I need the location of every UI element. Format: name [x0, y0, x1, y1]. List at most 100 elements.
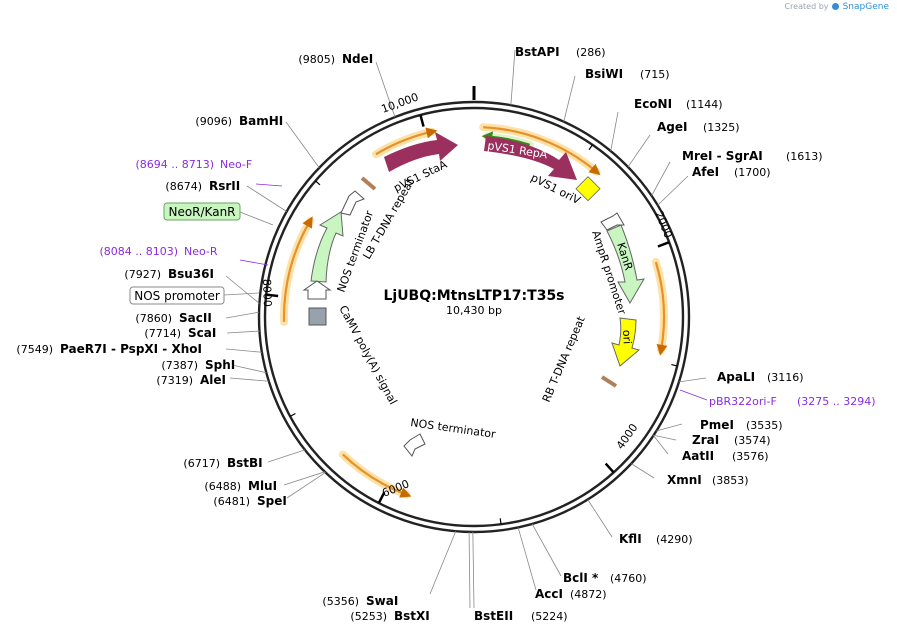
primer-pbr322ori-f[interactable]: pBR322ori-F (3275 .. 3294) — [709, 395, 876, 408]
site-bcli[interactable]: BclI *(4760) — [563, 571, 647, 585]
site-aatii[interactable]: AatII(3576) — [682, 449, 769, 463]
site-bstapi-name: BstAPI — [515, 45, 560, 59]
site-line-4290 — [587, 499, 613, 538]
site-bstbi[interactable]: (6717)BstBI — [183, 456, 262, 470]
site-lines — [223, 49, 708, 609]
site-bstbi-pos: (6717) — [183, 457, 220, 470]
site-apali[interactable]: ApaLI(3116) — [717, 370, 804, 384]
site-sphi[interactable]: (7387)SphI — [161, 358, 235, 372]
site-sphi-name: SphI — [205, 358, 235, 372]
site-bsu36i-pos: (7927) — [124, 268, 161, 281]
site-bstxi-name: BstXI — [394, 609, 430, 623]
feature-pvs1-ori[interactable] — [575, 176, 601, 202]
neor-box-line — [239, 211, 274, 226]
site-afei-pos: (1700) — [734, 166, 771, 179]
site-bsu36i[interactable]: (7927)Bsu36I — [124, 267, 214, 281]
site-line-9805 — [375, 61, 396, 118]
orf-3 — [342, 453, 412, 498]
site-line-9096 — [285, 121, 320, 169]
site-line-5356 — [429, 531, 457, 595]
site-paer7i-pspxi-xhoi[interactable]: (7549)PaeR7I - PspXI - XhoI — [16, 342, 202, 356]
site-agei[interactable]: AgeI(1325) — [657, 120, 740, 134]
snapgene-logo-icon — [832, 3, 840, 10]
site-line-7549 — [225, 348, 262, 353]
label-camv-polya: CaMV poly(A) signal — [336, 303, 399, 407]
plasmid-name: LjUBQ:MtnsLTP17:T35s — [383, 288, 564, 304]
primer-pbr-line — [679, 389, 708, 401]
feature-lb-repeat[interactable] — [360, 176, 377, 191]
primer-neo-f-line — [255, 183, 283, 187]
site-mlui[interactable]: (6488)MluI — [204, 479, 277, 493]
site-xmni[interactable]: XmnI(3853) — [667, 473, 749, 487]
site-bsiwi[interactable]: BsiWI(715) — [585, 67, 670, 81]
site-bamhi[interactable]: (9096)BamHI — [195, 114, 283, 128]
primer-neo-f[interactable]: (8694 .. 8713) Neo-F — [135, 158, 252, 171]
site-zrai[interactable]: ZraI(3574) — [692, 433, 771, 447]
site-kfli[interactable]: KflI(4290) — [619, 532, 693, 546]
primer-pbr322ori-f-range: (3275 .. 3294) — [797, 395, 876, 408]
site-apali-name: ApaLI — [717, 370, 755, 384]
primer-neo-f-range: (8694 .. 8713) — [135, 158, 214, 171]
label-nos-terminator-2: NOS terminator — [410, 416, 497, 441]
site-line-3574 — [653, 434, 677, 441]
site-rsrii[interactable]: (8674)RsrII — [165, 179, 240, 193]
site-swai[interactable]: (5356)SwaI — [322, 594, 398, 608]
site-bstxi[interactable]: (5253)BstXI — [350, 609, 429, 623]
site-acci-name: AccI — [535, 587, 563, 601]
site-spei-name: SpeI — [257, 494, 287, 508]
tick-7000 — [289, 412, 296, 417]
site-mrei-sgrai-pos: (1613) — [786, 150, 823, 163]
feature-camv-polya[interactable] — [308, 307, 327, 326]
feature-pvs1-sta[interactable] — [384, 132, 458, 172]
outer-feature-nos-promoter-label: NOS promoter — [134, 289, 220, 303]
feature-nos-terminator-2-arrow[interactable] — [403, 433, 426, 457]
feature-kanr-arrow[interactable] — [606, 224, 645, 304]
tick-1000 — [588, 144, 593, 151]
site-line-7927 — [225, 275, 260, 304]
site-spei[interactable]: (6481)SpeI — [213, 494, 286, 508]
outer-feature-nos-promoter[interactable]: NOS promoter — [129, 286, 225, 305]
site-sacii[interactable]: (7860)SacII — [135, 311, 211, 325]
site-ndei[interactable]: (9805)NdeI — [298, 52, 373, 66]
feature-neor-kanr-inner[interactable] — [310, 211, 344, 283]
site-bamhi-name: BamHI — [239, 114, 283, 128]
primer-neo-r[interactable]: (8084 .. 8103) Neo-R — [99, 245, 217, 258]
tick-2000 — [657, 241, 670, 248]
feature-nos-terminator-1-arrow[interactable] — [340, 190, 365, 216]
site-swai-name: SwaI — [366, 594, 398, 608]
feature-ori-arrow[interactable] — [611, 317, 641, 367]
site-pmei[interactable]: PmeI(3535) — [700, 418, 783, 432]
feature-pvs1-repa[interactable] — [484, 136, 577, 180]
tick-label-8000: 8000 — [260, 279, 274, 307]
site-bstapi-pos: (286) — [576, 46, 606, 59]
primer-pbr322ori-f-name: pBR322ori-F — [709, 395, 777, 408]
site-line-3535 — [656, 423, 683, 432]
site-line-3576 — [653, 435, 669, 455]
orf-2 — [654, 261, 668, 356]
tick-6000 — [377, 491, 386, 504]
credit-brand: SnapGene — [842, 2, 889, 12]
site-line-6481 — [286, 472, 326, 499]
site-bstapi[interactable]: BstAPI (286) — [515, 45, 606, 59]
site-scai[interactable]: (7714)ScaI — [144, 326, 216, 340]
site-alei[interactable]: (7319)AleI — [156, 373, 226, 387]
feature-nos-promoter-arrow[interactable] — [302, 280, 332, 300]
site-kfli-pos: (4290) — [656, 533, 693, 546]
site-bsteii[interactable]: BstEII(5224) — [474, 609, 568, 623]
nos-promoter-box-line — [223, 292, 260, 296]
site-pmei-name: PmeI — [700, 418, 734, 432]
feature-rb-repeat[interactable] — [600, 375, 618, 388]
site-econi[interactable]: EcoNI(1144) — [634, 97, 723, 111]
site-bsteii-name: BstEII — [474, 609, 513, 623]
site-xmni-pos: (3853) — [712, 474, 749, 487]
site-line-4760 — [531, 523, 562, 577]
tick-10000 — [419, 114, 425, 127]
site-line-6717 — [267, 449, 306, 463]
site-mrei-sgrai[interactable]: MreI - SgrAI(1613) — [682, 149, 823, 163]
outer-feature-neor-kanr[interactable]: NeoR/KanR — [163, 202, 241, 221]
feature-ampr-promoter-arrow[interactable] — [600, 212, 625, 231]
site-afei[interactable]: AfeI(1700) — [692, 165, 771, 179]
site-line-6488 — [283, 471, 325, 486]
site-acci[interactable]: AccI(4872) — [535, 587, 607, 601]
site-line-8674 — [246, 185, 287, 212]
